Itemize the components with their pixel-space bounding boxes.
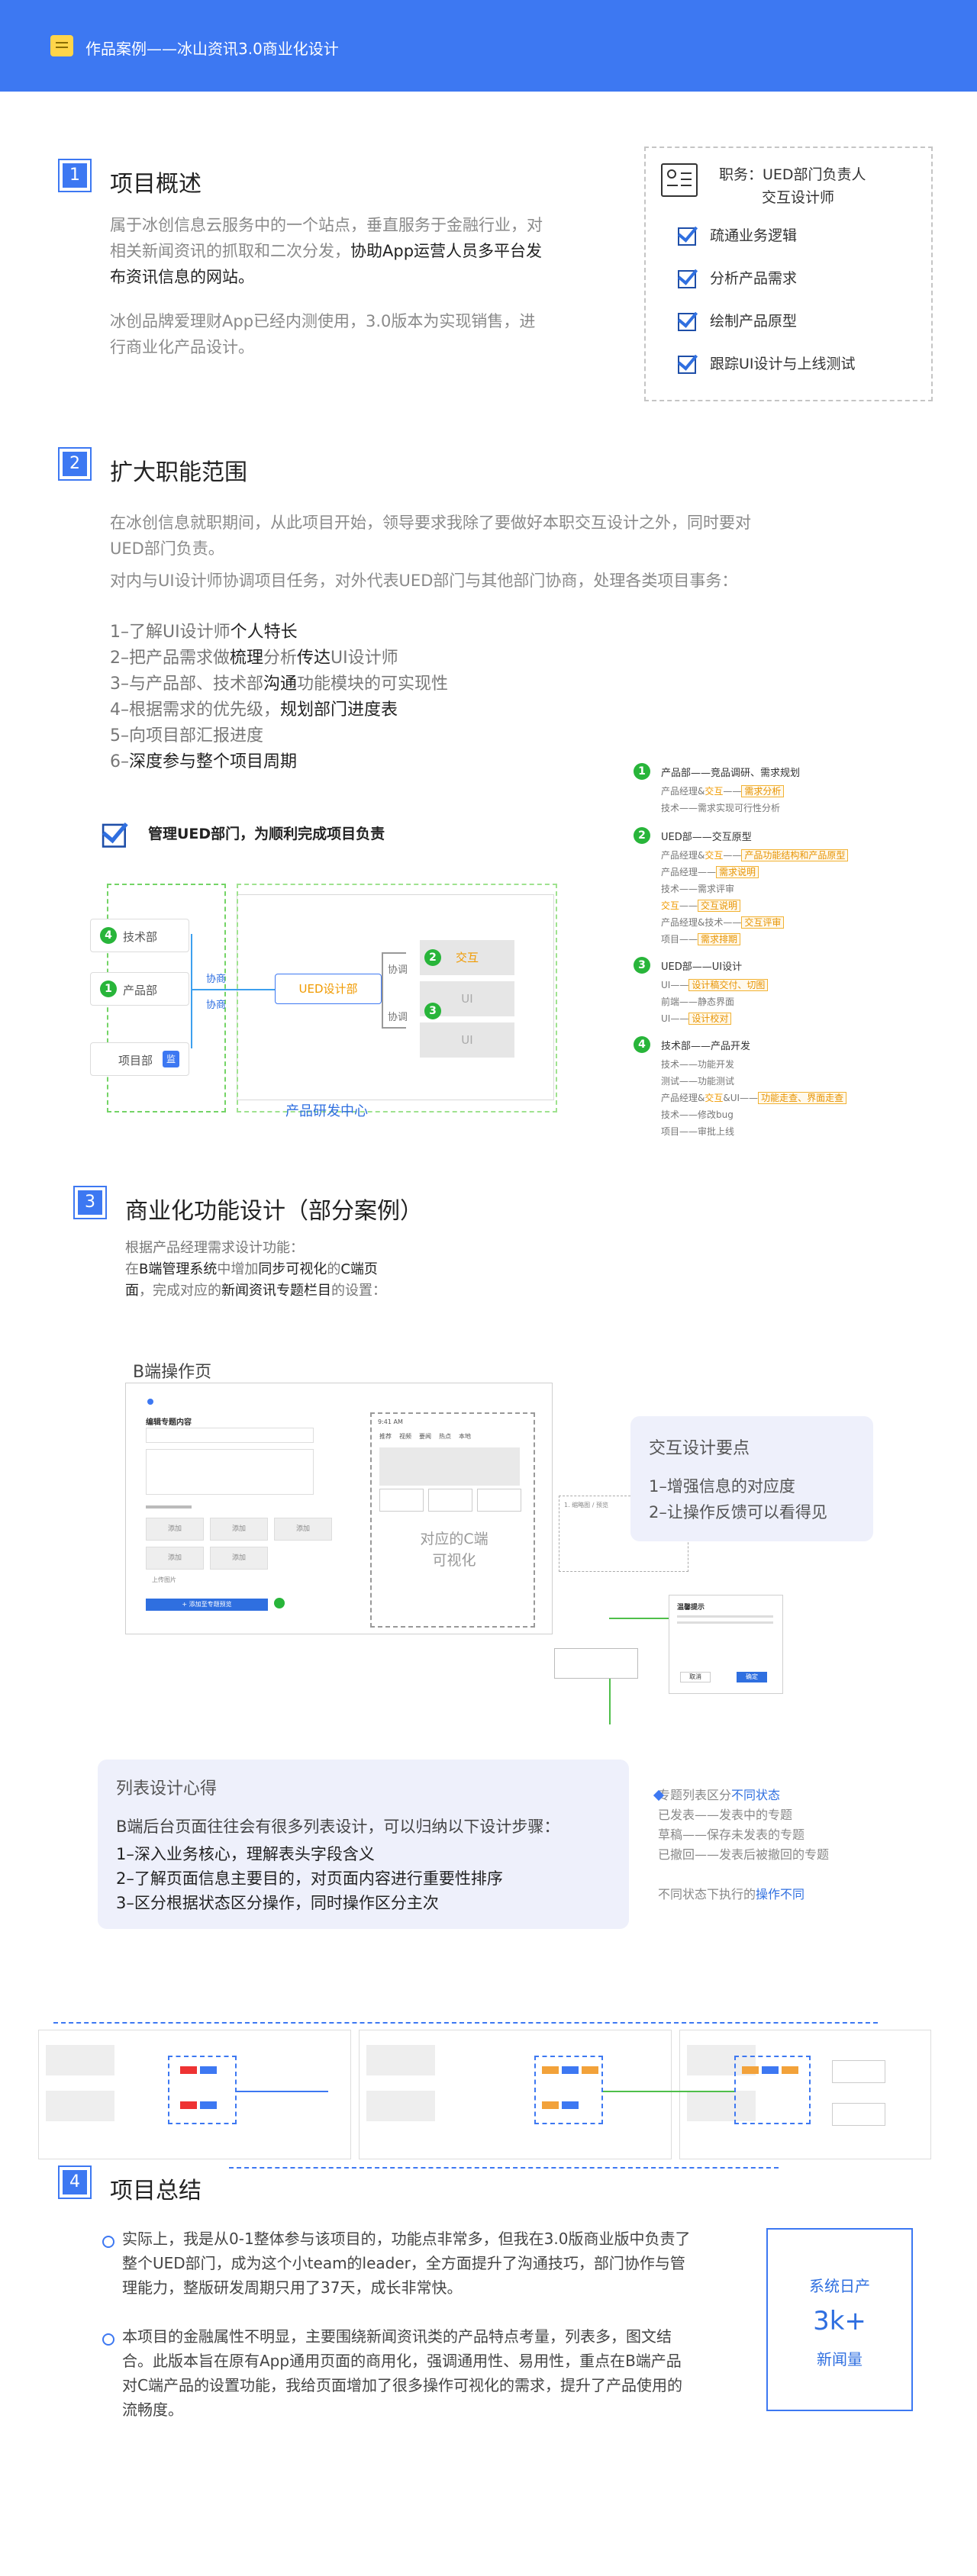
summary-paragraph: 本项目的金融属性不明显，主要围绕新闻资讯类的产品特点考量，列表多，图文结合。此版… [122,2327,682,2419]
section-number: 2 [58,447,92,481]
section-title: 扩大职能范围 [110,459,247,486]
center-label: 产品研发中心 [285,1103,368,1119]
status-notes: 专题列表区分不同状态 已发表——发表中的专题 草稿——保存未发表的专题 已撤回—… [658,1788,830,1901]
overview-text: 属于冰创信息云服务中的一个站点，垂直服务于金融行业，对 相关新闻资讯的抓取和二次… [110,216,543,356]
list-item: 1–了解UI设计师个人特长 [110,623,298,642]
list-item: 4–根据需求的优先级，规划部门进度表 [110,700,398,720]
b-end-label: B端操作页 [133,1363,212,1382]
ok-button[interactable]: 确定 [737,1672,767,1682]
tech-dept-node: 4 技术部 [90,919,189,952]
product-dept-node: 1 产品部 [90,972,189,1006]
list-item: 5–向项目部汇报进度 [110,726,263,745]
list-item: 2–把产品需求做梳理分析传达UI设计师 [110,649,398,668]
duty-item: 疏通业务逻辑 [710,227,798,244]
check-icon [678,223,699,246]
c-end-preview: 9:41 AM 推荐视频要闻热点本地 对应的C端可视化 [370,1412,535,1628]
b-end-mockup: 编辑专题内容 添加 添加 添加 添加 添加 上传图片 + 添加至专题预览 9:4… [125,1383,553,1634]
stat-card: 系统日产 3k+ 新闻量 [766,2228,913,2411]
scope-text: 在冰创信息就职期间，从此项目开始，领导要求我除了要做好本职交互设计之外，同时要对… [110,514,751,590]
note-icon [50,35,73,56]
bullet-icon [102,2333,114,2346]
cancel-button[interactable]: 取消 [680,1672,711,1682]
bullet-icon [102,2236,114,2248]
interaction-keypoints: 交互设计要点 1–增强信息的对应度 2–让操作反馈可以看得见 [630,1416,873,1541]
summary-paragraph: 实际上，我是从0-1整体参与该项目的，功能点非常多，但我在3.0版商业版中负责了… [122,2230,691,2297]
duty-item: 绘制产品原型 [710,313,798,330]
workflow-list: 1 产品部——竞品调研、需求规划 产品经理&交互——需求分析 技术——需求实现可… [634,763,939,1145]
section-title: 项目总结 [110,2178,202,2204]
check-icon [678,351,699,374]
section-number: 4 [58,2165,92,2199]
check-icon [678,266,699,288]
list-design-notes: 列表设计心得 B端后台页面往往会有很多列表设计，可以归纳以下设计步骤： 1–深入… [98,1760,629,1929]
task-list: 1–了解UI设计师个人特长 2–把产品需求做梳理分析传达UI设计师 3–与产品部… [110,620,644,775]
check-icon [678,308,699,331]
resume-icon [661,163,698,197]
role-card: 职务：UED部门负责人 交互设计师 疏通业务逻辑 分析产品需求 绘制产品原型 跟… [644,147,933,401]
page-title: 作品案例——冰山资讯3.0商业化设计 [85,40,339,58]
manage-caption: 管理UED部门，为顺利完成项目负责 [148,826,385,842]
list-item: 6–深度参与整个项目周期 [110,752,298,771]
duty-item: 跟踪UI设计与上线测试 [710,356,856,372]
section-number: 3 [73,1186,107,1219]
section-title: 项目概述 [110,171,202,198]
feature-intro: 根据产品经理需求设计功能： 在B端管理系统中增加同步可视化的C端页 面，完成对应… [125,1240,386,1299]
page-header: 作品案例——冰山资讯3.0商业化设计 [0,0,977,92]
section-title: 商业化功能设计（部分案例） [125,1198,423,1225]
project-dept-node: 项目部 监 [90,1042,189,1076]
section-number: 1 [58,159,92,192]
list-item: 3–与产品部、技术部沟通功能模块的可实现性 [110,675,449,694]
check-icon [102,818,130,848]
role-title: 职务：UED部门负责人 [719,166,866,183]
org-diagram: 4 技术部 1 产品部 项目部 监 协商 协商 UED设计部 协调 协调 交互 … [84,876,588,1119]
ui-node: UI [420,1022,514,1058]
add-to-preview-button[interactable]: + 添加至专题预览 [146,1599,268,1611]
ued-dept-node: UED设计部 [275,974,382,1004]
duty-item: 分析产品需求 [710,270,798,287]
list-page-mockups [38,2022,931,2182]
role-subtitle: 交互设计师 [762,189,835,206]
confirm-dialog: 温馨提示 取消 确定 [669,1595,783,1694]
